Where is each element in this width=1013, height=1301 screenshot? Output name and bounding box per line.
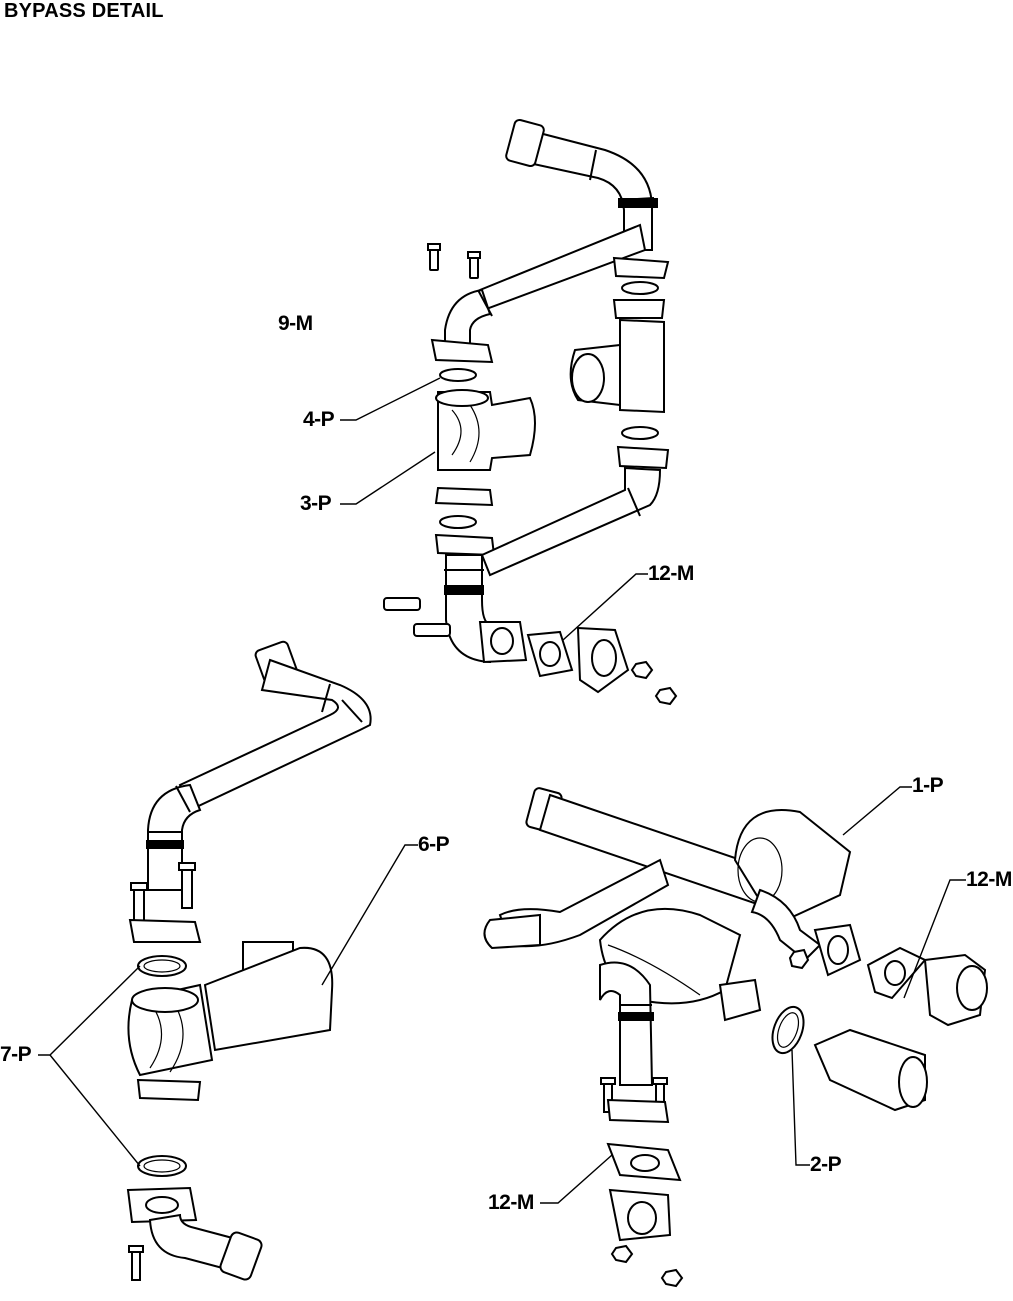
left-assembly <box>128 640 371 1281</box>
callout-12m-right: 12-M <box>966 868 1012 892</box>
callout-7p: 7-P <box>0 1043 31 1067</box>
callout-3p: 3-P <box>300 492 331 516</box>
callout-12m-top: 12-M <box>648 562 694 586</box>
callout-4p: 4-P <box>303 408 334 432</box>
top-assembly <box>384 119 676 704</box>
callout-12m-bottom: 12-M <box>488 1191 534 1215</box>
callout-2p: 2-P <box>810 1153 841 1177</box>
right-assembly <box>484 787 987 1286</box>
callout-9m: 9-M <box>278 312 313 336</box>
callout-6p: 6-P <box>418 833 449 857</box>
callout-1p: 1-P <box>912 774 943 798</box>
